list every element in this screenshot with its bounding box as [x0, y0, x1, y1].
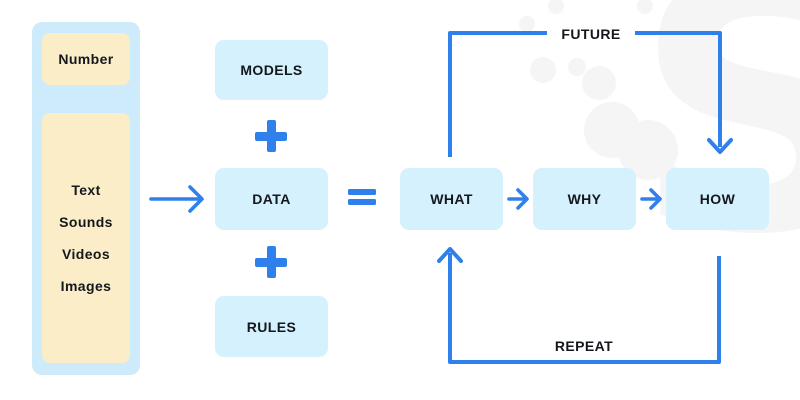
media-label-text: Text: [71, 182, 101, 198]
equals-bar: [348, 189, 376, 195]
watermark-dot: [582, 66, 616, 100]
data-label: DATA: [252, 191, 291, 207]
number-label: Number: [58, 51, 114, 67]
watermark-dot: [548, 0, 564, 14]
why-box: WHY: [533, 168, 636, 230]
watermark-dot: [530, 57, 556, 83]
number-box: Number: [42, 33, 130, 85]
media-label-sounds: Sounds: [59, 214, 113, 230]
media-label-images: Images: [60, 278, 112, 294]
data-box: DATA: [215, 168, 328, 230]
watermark-dot: [519, 16, 535, 32]
rules-label: RULES: [246, 318, 297, 335]
rules-box: RULES: [215, 296, 328, 357]
media-box: Text Sounds Videos Images: [42, 113, 130, 363]
what-label: WHAT: [430, 191, 473, 207]
models-label: MODELS: [240, 62, 303, 78]
plus-icon: [255, 120, 287, 152]
future-label: FUTURE: [547, 24, 635, 44]
repeat-label: REPEAT: [554, 338, 614, 354]
plus-icon: [255, 246, 287, 278]
models-box: MODELS: [215, 40, 328, 100]
why-label: WHY: [567, 191, 602, 207]
watermark-dot: [568, 58, 586, 76]
watermark-letter: S: [632, 0, 800, 311]
how-box: HOW: [666, 168, 769, 230]
watermark-dot: [637, 0, 653, 14]
equals-icon: [348, 189, 376, 205]
equals-bar: [348, 199, 376, 205]
what-box: WHAT: [400, 168, 503, 230]
how-label: HOW: [699, 191, 736, 207]
media-label-videos: Videos: [61, 246, 111, 262]
inputs-panel: Number Text Sounds Videos Images: [32, 22, 140, 375]
